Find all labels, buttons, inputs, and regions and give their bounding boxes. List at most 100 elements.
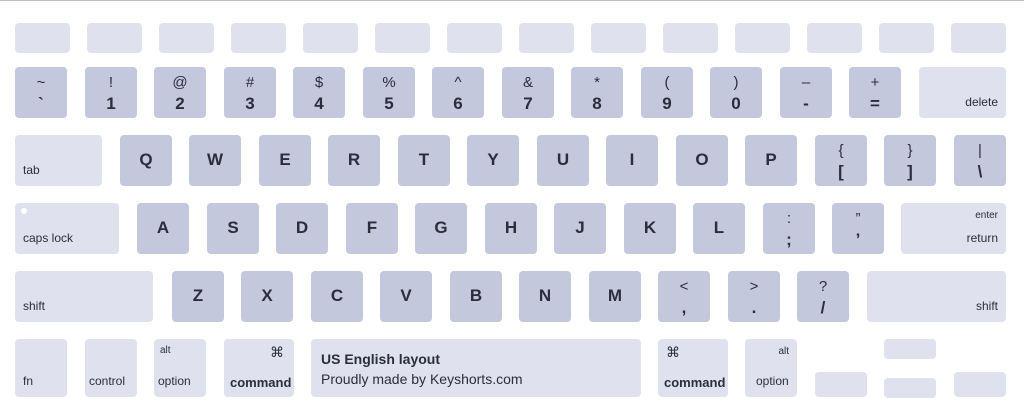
key-e[interactable]: E xyxy=(259,135,311,186)
key-8[interactable]: * 8 xyxy=(571,67,623,118)
key-space[interactable]: US English layout Proudly made by Keysho… xyxy=(311,339,641,397)
key-shift-char: ~ xyxy=(36,74,46,91)
key-f-5[interactable] xyxy=(303,23,358,53)
key-char: F xyxy=(366,218,378,237)
key-s[interactable]: S xyxy=(207,203,259,254)
key-f-11[interactable] xyxy=(735,23,790,53)
key-f-10[interactable] xyxy=(663,23,718,53)
key-shift-char: ” xyxy=(855,210,861,227)
key-shift-right[interactable]: shift xyxy=(867,271,1006,322)
key-char: ’ xyxy=(855,230,861,249)
key-3[interactable]: # 3 xyxy=(224,67,276,118)
key-backslash[interactable]: | \ xyxy=(954,135,1006,186)
key-r[interactable]: R xyxy=(328,135,380,186)
key-j[interactable]: J xyxy=(554,203,606,254)
key-delete[interactable]: delete xyxy=(919,67,1006,118)
key-t[interactable]: T xyxy=(398,135,450,186)
key-f-6[interactable] xyxy=(375,23,430,53)
key-a[interactable]: A xyxy=(137,203,189,254)
key-bracket-left[interactable]: { [ xyxy=(815,135,867,186)
key-n[interactable]: N xyxy=(519,271,571,322)
key-backtick[interactable]: ~ ` xyxy=(15,67,67,118)
key-i[interactable]: I xyxy=(606,135,658,186)
key-g[interactable]: G xyxy=(415,203,467,254)
key-label: command xyxy=(230,375,292,390)
key-9[interactable]: ( 9 xyxy=(641,67,693,118)
key-fn[interactable]: fn xyxy=(15,339,67,397)
key-quote[interactable]: ” ’ xyxy=(832,203,884,254)
key-bracket-right[interactable]: } ] xyxy=(884,135,936,186)
key-7[interactable]: & 7 xyxy=(502,67,554,118)
key-shift-char: ^ xyxy=(454,74,462,91)
key-1[interactable]: ! 1 xyxy=(85,67,137,118)
key-slash[interactable]: ? / xyxy=(797,271,849,322)
key-arrow-left[interactable] xyxy=(815,372,867,397)
key-5[interactable]: % 5 xyxy=(363,67,415,118)
key-0[interactable]: ) 0 xyxy=(710,67,762,118)
key-arrow-down[interactable] xyxy=(884,378,936,398)
key-command-right[interactable]: ⌘ command xyxy=(658,339,728,397)
key-b[interactable]: B xyxy=(450,271,502,322)
key-o[interactable]: O xyxy=(676,135,728,186)
key-q[interactable]: Q xyxy=(120,135,172,186)
key-f[interactable]: F xyxy=(346,203,398,254)
key-label: control xyxy=(89,374,126,388)
key-char: L xyxy=(713,218,725,237)
caps-lock-indicator-icon xyxy=(21,208,27,214)
key-c[interactable]: C xyxy=(311,271,363,322)
key-arrow-up[interactable] xyxy=(884,339,936,359)
key-label: option xyxy=(158,374,191,388)
key-shift-char: & xyxy=(522,74,533,91)
key-f-8[interactable] xyxy=(519,23,574,53)
key-char: 0 xyxy=(731,94,741,113)
key-l[interactable]: L xyxy=(693,203,745,254)
key-char: 7 xyxy=(523,94,533,113)
key-4[interactable]: $ 4 xyxy=(293,67,345,118)
key-p[interactable]: P xyxy=(745,135,797,186)
key-f-1[interactable] xyxy=(15,23,70,53)
key-comma[interactable]: < , xyxy=(658,271,710,322)
key-6[interactable]: ^ 6 xyxy=(432,67,484,118)
key-char: A xyxy=(156,218,170,237)
key-return[interactable]: enter return xyxy=(901,203,1006,254)
key-m[interactable]: M xyxy=(589,271,641,322)
key-u[interactable]: U xyxy=(537,135,589,186)
key-option-left[interactable]: alt option xyxy=(154,339,206,397)
key-z[interactable]: Z xyxy=(172,271,224,322)
key-x[interactable]: X xyxy=(241,271,293,322)
key-f-7[interactable] xyxy=(447,23,502,53)
key-char: G xyxy=(434,218,448,237)
key-f-4[interactable] xyxy=(231,23,286,53)
key-f-9[interactable] xyxy=(591,23,646,53)
key-y[interactable]: Y xyxy=(467,135,519,186)
key-f-3[interactable] xyxy=(159,23,214,53)
key-f-14[interactable] xyxy=(951,23,1006,53)
key-char: C xyxy=(330,286,344,305)
key-shift-char: > xyxy=(749,278,759,295)
key-d[interactable]: D xyxy=(276,203,328,254)
key-period[interactable]: > . xyxy=(728,271,780,322)
key-v[interactable]: V xyxy=(380,271,432,322)
key-char: Q xyxy=(139,150,153,169)
key-f-12[interactable] xyxy=(807,23,862,53)
key-tab[interactable]: tab xyxy=(15,135,102,186)
key-equals[interactable]: + = xyxy=(849,67,901,118)
key-f-2[interactable] xyxy=(87,23,142,53)
key-caps-lock[interactable]: caps lock xyxy=(15,203,119,254)
key-shift-left[interactable]: shift xyxy=(15,271,153,322)
key-k[interactable]: K xyxy=(624,203,676,254)
key-command-left[interactable]: ⌘ command xyxy=(224,339,294,397)
key-char: ; xyxy=(786,230,792,249)
key-semicolon[interactable]: : ; xyxy=(763,203,815,254)
key-shift-char: * xyxy=(594,74,600,91)
key-w[interactable]: W xyxy=(189,135,241,186)
key-char: N xyxy=(538,286,552,305)
key-char: X xyxy=(261,286,273,305)
key-f-13[interactable] xyxy=(879,23,934,53)
key-h[interactable]: H xyxy=(485,203,537,254)
key-minus[interactable]: – - xyxy=(780,67,832,118)
key-control[interactable]: control xyxy=(85,339,137,397)
key-arrow-right[interactable] xyxy=(954,372,1006,397)
key-2[interactable]: @ 2 xyxy=(154,67,206,118)
key-option-right[interactable]: alt option xyxy=(745,339,797,397)
